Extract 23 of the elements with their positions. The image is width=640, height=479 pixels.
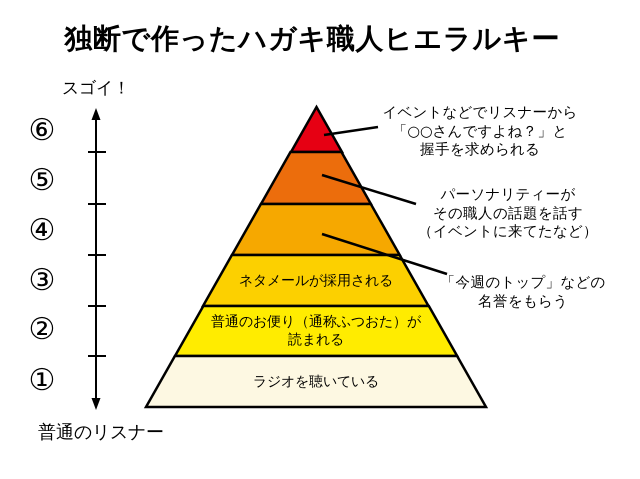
level-number: ① (28, 366, 56, 396)
leader-line (322, 174, 416, 206)
tier-label: 普通のお便り（通称ふつおた）が読まれる (210, 313, 421, 349)
scale-bottom-label: 普通のリスナー (38, 424, 164, 442)
leader-line (322, 232, 448, 276)
scale-top-label: スゴイ！ (62, 80, 130, 98)
pyramid-tier (203, 255, 429, 306)
level-number: ⑥ (28, 116, 56, 146)
pyramid-tier (232, 204, 400, 255)
callout-text: イベントなどでリスナーから「○○さんですよね？」と握手を求められる (378, 104, 582, 160)
level-number: ③ (28, 266, 56, 296)
pyramid-tier (261, 152, 371, 204)
tier-label: ラジオを聴いている (253, 372, 379, 390)
tier-label: ネタメールが採用される (238, 272, 393, 290)
callout-text: パーソナリティーがその職人の話題を話す（イベントに来てたなど） (416, 186, 600, 242)
level-number: ⑤ (28, 166, 56, 196)
leader-line (324, 126, 378, 136)
pyramid-tier (146, 356, 486, 407)
level-number: ② (28, 315, 56, 345)
level-number: ④ (28, 216, 56, 246)
pyramid-tier (174, 306, 458, 356)
diagram-title: 独断で作ったハガキ職人ヒエラルキー (64, 21, 560, 57)
callout-text: 「今週のトップ」などの名誉をもらう (440, 274, 606, 311)
